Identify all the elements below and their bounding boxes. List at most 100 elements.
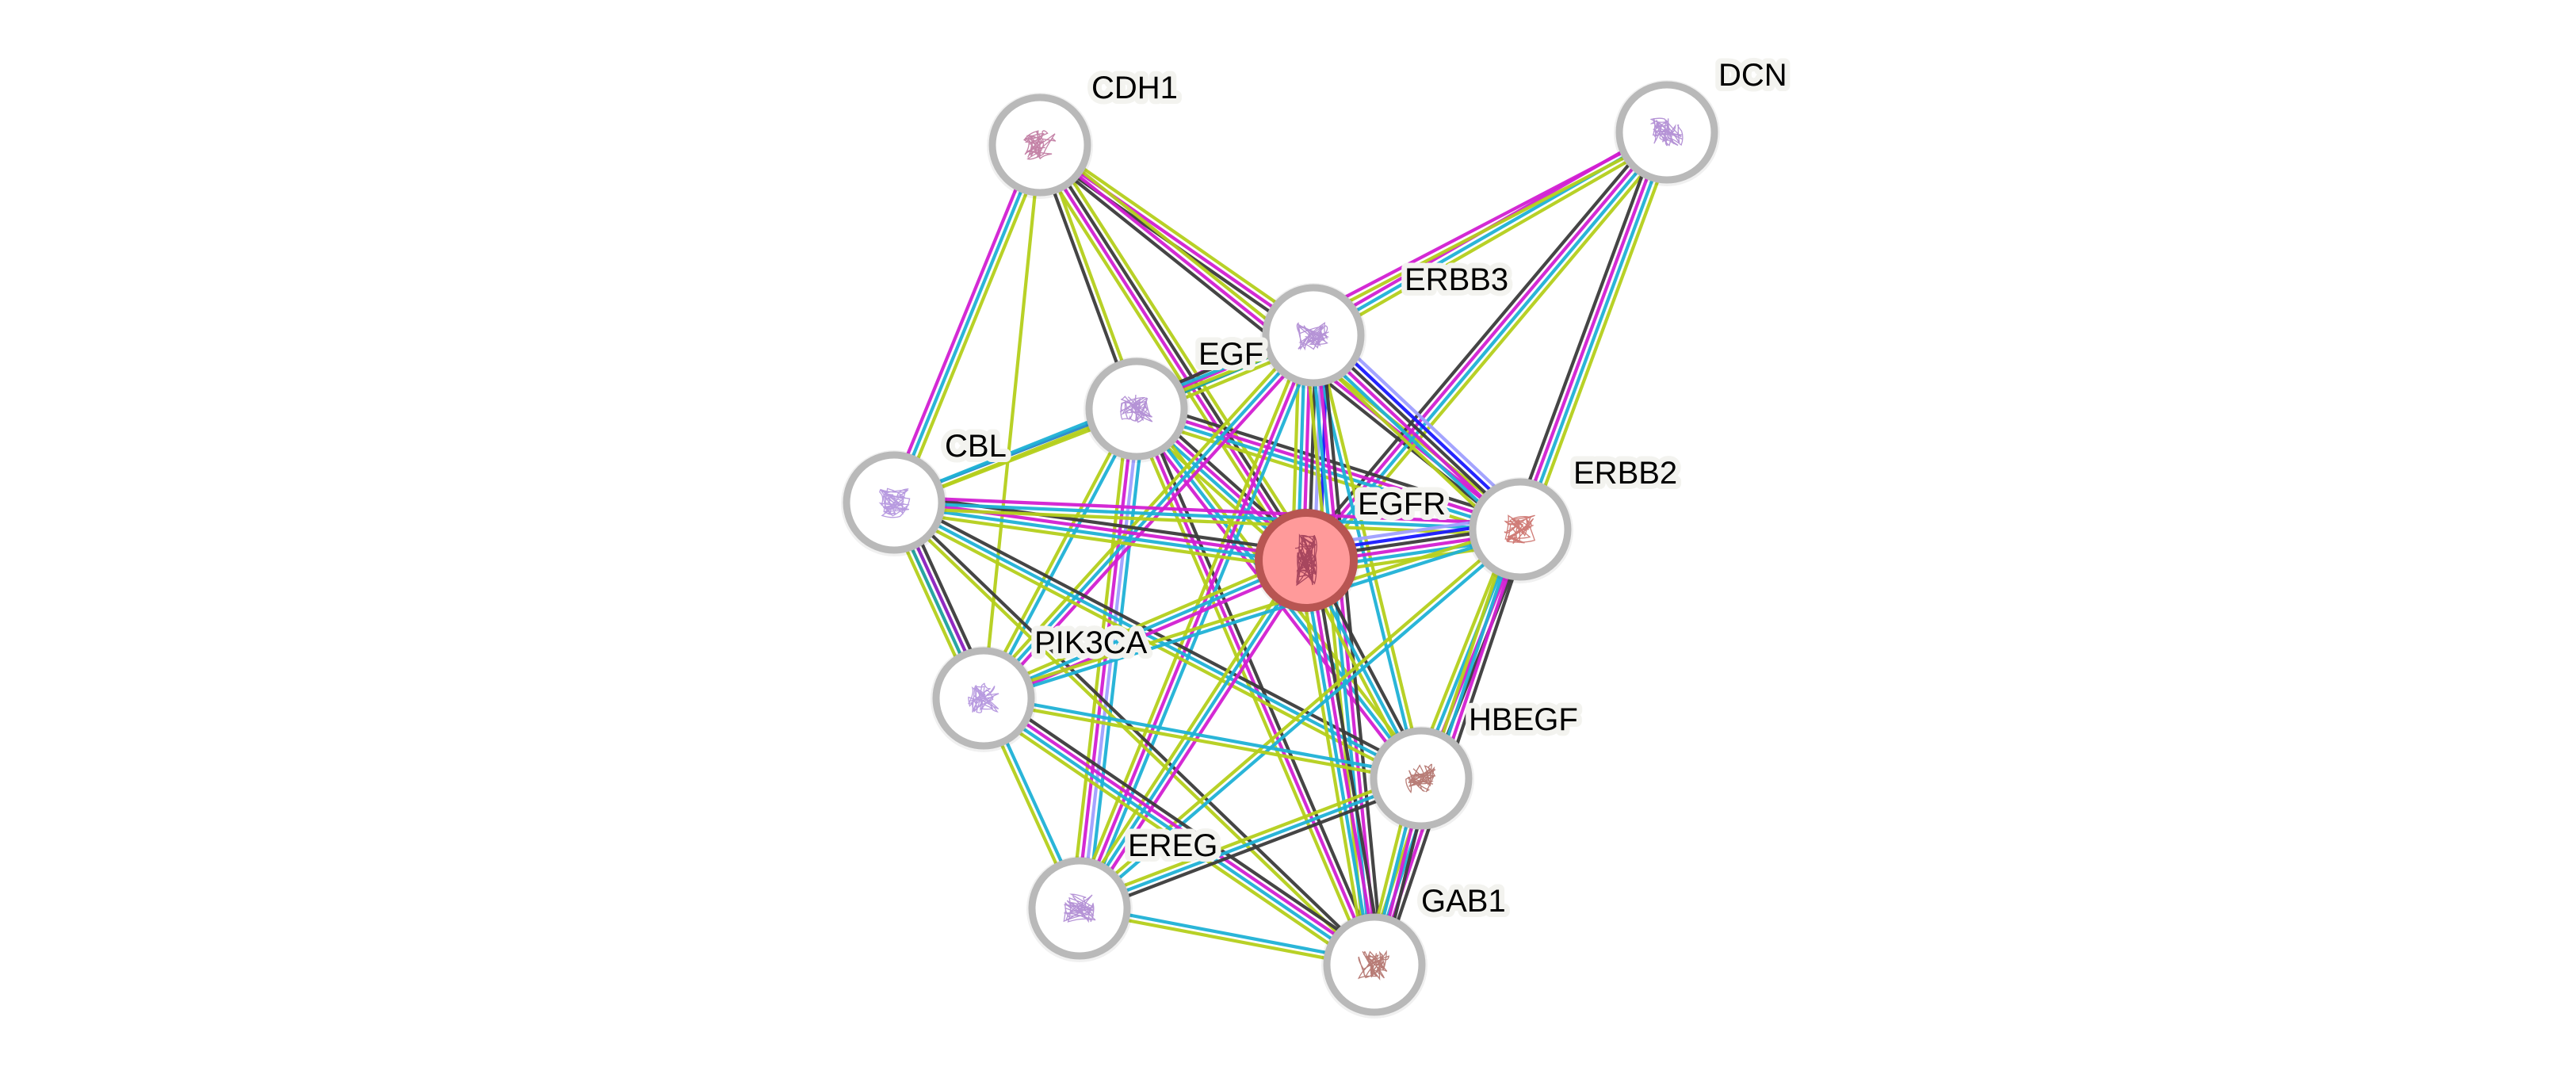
edge-evidence-database — [1041, 142, 1310, 560]
edge-evidence-coexpression — [893, 503, 1306, 565]
edge-evidence-database — [1138, 399, 1523, 524]
edge-dcn-egfr[interactable] — [1298, 125, 1675, 568]
edge-evidence-experiments — [887, 142, 1037, 502]
edge-evidence-textmining — [977, 703, 1371, 973]
node-label-egf[interactable]: EGF — [1193, 331, 1269, 377]
protein-structure-icon — [1294, 533, 1317, 587]
edge-hbegf-ereg[interactable] — [1076, 771, 1424, 916]
edge-evidence-coexpression — [892, 144, 1041, 503]
edge-evidence-experiments — [1038, 143, 1315, 337]
protein-structure-icon — [1022, 130, 1057, 160]
edge-evidence-database — [1080, 782, 1424, 916]
node-pik3ca[interactable] — [931, 646, 1037, 752]
edge-evidence-experiments — [1302, 129, 1666, 560]
nodes-layer — [841, 80, 1720, 1019]
edge-evidence-experiments — [1134, 128, 1667, 408]
edge-evidence-database — [1140, 406, 1382, 964]
edge-evidence-textmining — [1045, 140, 1315, 557]
edge-evidence-coexpression — [1309, 335, 1374, 965]
edge-evidence-experiments — [1083, 562, 1313, 912]
edge-evidence-textmining — [1311, 136, 1675, 568]
edge-evidence-coexpression — [983, 559, 1307, 700]
edge-evidence-coexpression — [1135, 410, 1520, 534]
protein-structure-icon — [1063, 893, 1096, 923]
edge-evidence-textmining — [1076, 526, 1520, 908]
edge-evidence-coexpression — [980, 699, 1374, 969]
edge-evidence-coexpression — [984, 694, 1422, 778]
node-label-cdh1[interactable]: CDH1 — [1086, 65, 1183, 111]
node-label-gab1[interactable]: GAB1 — [1416, 878, 1512, 924]
edge-evidence-textmining — [1072, 332, 1310, 908]
edge-cdh1-cbl[interactable] — [887, 142, 1047, 506]
node-dcn[interactable] — [1614, 80, 1720, 186]
protein-structure-icon — [1119, 395, 1153, 423]
edge-evidence-textmining — [982, 525, 1520, 698]
edge-evidence-textmining — [1526, 134, 1676, 533]
edge-erbb2-pik3ca[interactable] — [982, 525, 1522, 703]
protein-structure-icon — [878, 487, 911, 518]
edge-evidence-experiments — [984, 694, 1378, 964]
edge-evidence-textmining — [1041, 139, 1318, 333]
edge-evidence-textmining — [983, 699, 1421, 783]
edge-evidence-textmining — [980, 553, 1305, 695]
edge-evidence-experiments — [894, 495, 1521, 526]
edge-evidence-textmining — [1314, 334, 1426, 778]
node-egfr[interactable] — [1253, 508, 1359, 614]
edge-evidence-textmining — [897, 146, 1047, 506]
edge-evidence-coexpression — [1079, 777, 1422, 910]
node-label-erbb2[interactable]: ERBB2 — [1568, 450, 1683, 496]
edge-egfr-pik3ca[interactable] — [980, 553, 1309, 705]
edge-evidence-textmining — [891, 503, 1374, 969]
edge-evidence-coexpression — [1521, 132, 1672, 531]
edge-evidence-textmining — [1315, 136, 1671, 342]
node-label-ereg[interactable]: EREG — [1122, 823, 1223, 869]
edge-evidence-textmining — [892, 509, 1305, 571]
edge-erbb2-ereg[interactable] — [1076, 526, 1523, 912]
edge-evidence-textmining — [890, 506, 1420, 786]
edge-cdh1-pik3ca[interactable] — [981, 144, 1042, 699]
node-label-cbl[interactable]: CBL — [939, 423, 1012, 469]
protein-structure-icon — [1504, 514, 1536, 545]
edge-cbl-gab1[interactable] — [891, 499, 1378, 969]
protein-structure-icon — [967, 682, 999, 713]
node-ereg[interactable] — [1026, 856, 1133, 962]
protein-structure-icon — [1296, 322, 1330, 351]
edge-evidence-database — [894, 499, 1378, 965]
node-label-egfr[interactable]: EGFR — [1352, 481, 1451, 527]
edge-evidence-textmining — [981, 144, 1042, 699]
edge-pik3ca-gab1[interactable] — [977, 690, 1381, 973]
edge-evidence-coexpression — [984, 409, 1141, 701]
edge-evidence-database — [987, 690, 1381, 960]
node-label-pik3ca[interactable]: PIK3CA — [1029, 620, 1153, 666]
node-erbb2[interactable] — [1467, 477, 1573, 583]
edge-evidence-coexpression — [1083, 336, 1320, 912]
protein-structure-icon — [1649, 117, 1684, 147]
edge-evidence-textmining — [1303, 335, 1368, 966]
node-cdh1[interactable] — [987, 93, 1093, 199]
node-erbb3[interactable] — [1260, 283, 1366, 389]
edge-egf-pik3ca[interactable] — [980, 407, 1141, 701]
edge-evidence-experiments — [1515, 131, 1666, 529]
edge-pik3ca-hbegf[interactable] — [983, 694, 1422, 783]
node-label-hbegf[interactable]: HBEGF — [1463, 697, 1584, 743]
edge-evidence-coexpression — [984, 530, 1522, 703]
edge-evidence-experiments — [1078, 334, 1315, 909]
edge-evidence-coexpression — [1080, 530, 1523, 912]
edge-erbb3-ereg[interactable] — [1072, 332, 1320, 912]
edge-evidence-coexpression — [893, 500, 1521, 532]
node-cbl[interactable] — [841, 450, 947, 556]
edge-evidence-experiments — [1036, 145, 1305, 564]
node-gab1[interactable] — [1321, 912, 1428, 1019]
protein-structure-icon — [1405, 763, 1436, 793]
node-egf[interactable] — [1084, 357, 1190, 463]
protein-structure-icon — [1357, 950, 1389, 981]
edge-dcn-erbb2[interactable] — [1511, 128, 1676, 533]
node-label-erbb3[interactable]: ERBB3 — [1399, 257, 1514, 303]
edge-evidence-database — [1511, 128, 1661, 528]
edge-evidence-coexpression — [1301, 560, 1374, 965]
edge-evidence-textmining — [1076, 771, 1420, 905]
node-hbegf[interactable] — [1368, 726, 1474, 832]
node-label-dcn[interactable]: DCN — [1713, 52, 1793, 98]
